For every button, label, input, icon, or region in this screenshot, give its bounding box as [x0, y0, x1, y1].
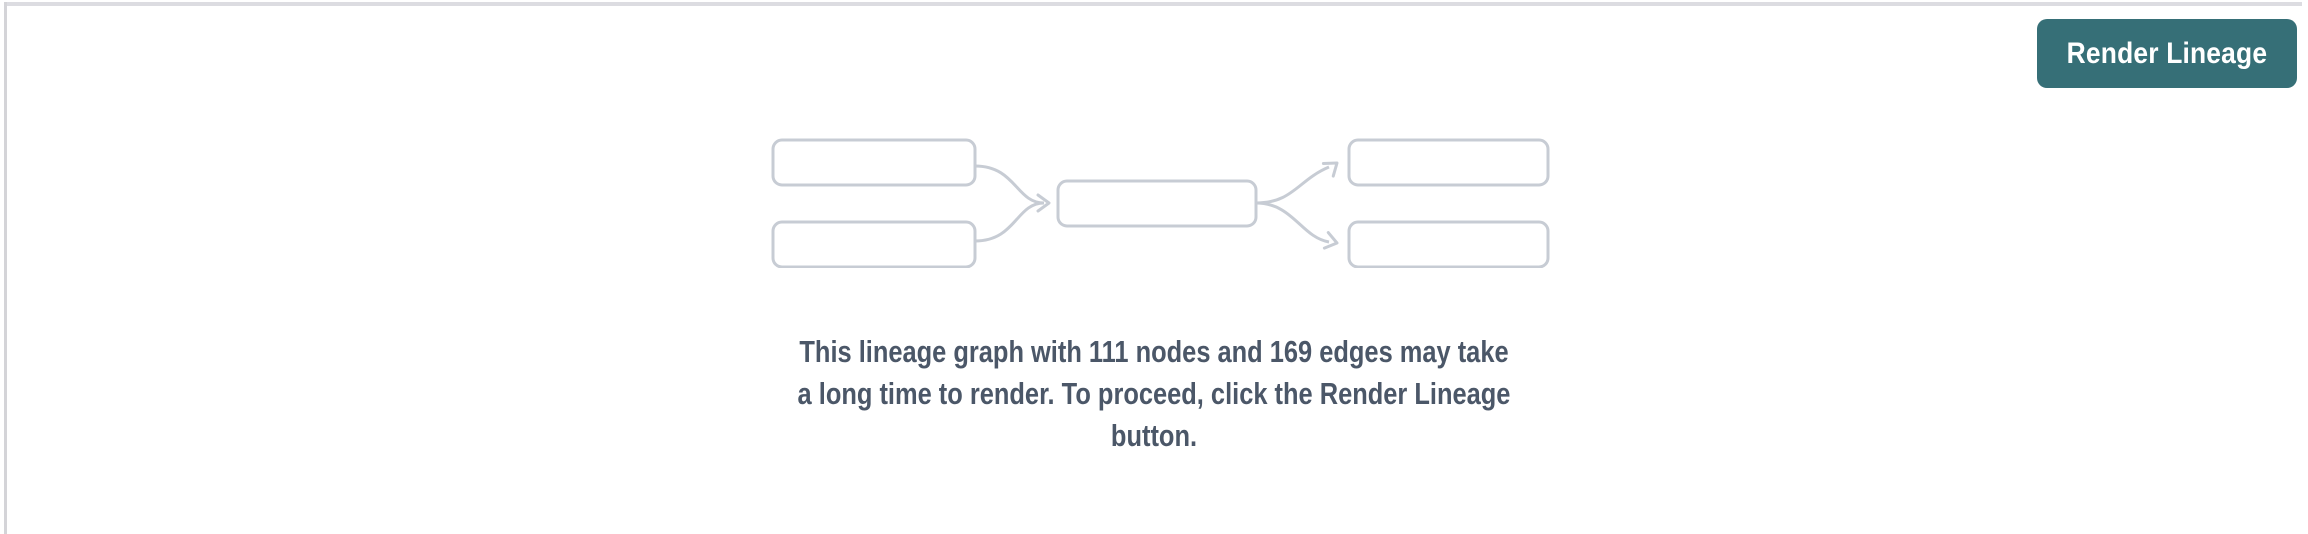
- render-warning-line-3: button.: [1110, 418, 1198, 453]
- placeholder-edge: [974, 164, 1045, 205]
- panel-top-border: [5, 2, 2302, 6]
- placeholder-edge: [1255, 165, 1330, 205]
- render-warning-line-1: This lineage graph with 111 nodes and 16…: [799, 334, 1509, 369]
- render-lineage-button-label: Render Lineage: [2066, 36, 2268, 70]
- render-warning-line-2: a long time to render. To proceed, click…: [797, 376, 1511, 411]
- arrowhead-icon: [1321, 161, 1339, 178]
- render-lineage-button[interactable]: Render Lineage: [2037, 19, 2297, 88]
- placeholder-edge: [1255, 201, 1330, 244]
- render-warning-message: This lineage graph with 111 nodes and 16…: [208, 331, 2101, 457]
- arrowhead-icon: [1036, 193, 1051, 213]
- panel-left-border: [4, 2, 7, 534]
- lineage-graph-placeholder-icon: [771, 138, 1550, 268]
- placeholder-edge: [974, 201, 1045, 243]
- placeholder-node: [771, 220, 977, 268]
- placeholder-node: [1347, 138, 1550, 187]
- placeholder-node: [1347, 220, 1550, 268]
- placeholder-node: [1056, 179, 1258, 228]
- placeholder-node: [771, 138, 977, 187]
- arrowhead-icon: [1322, 231, 1339, 250]
